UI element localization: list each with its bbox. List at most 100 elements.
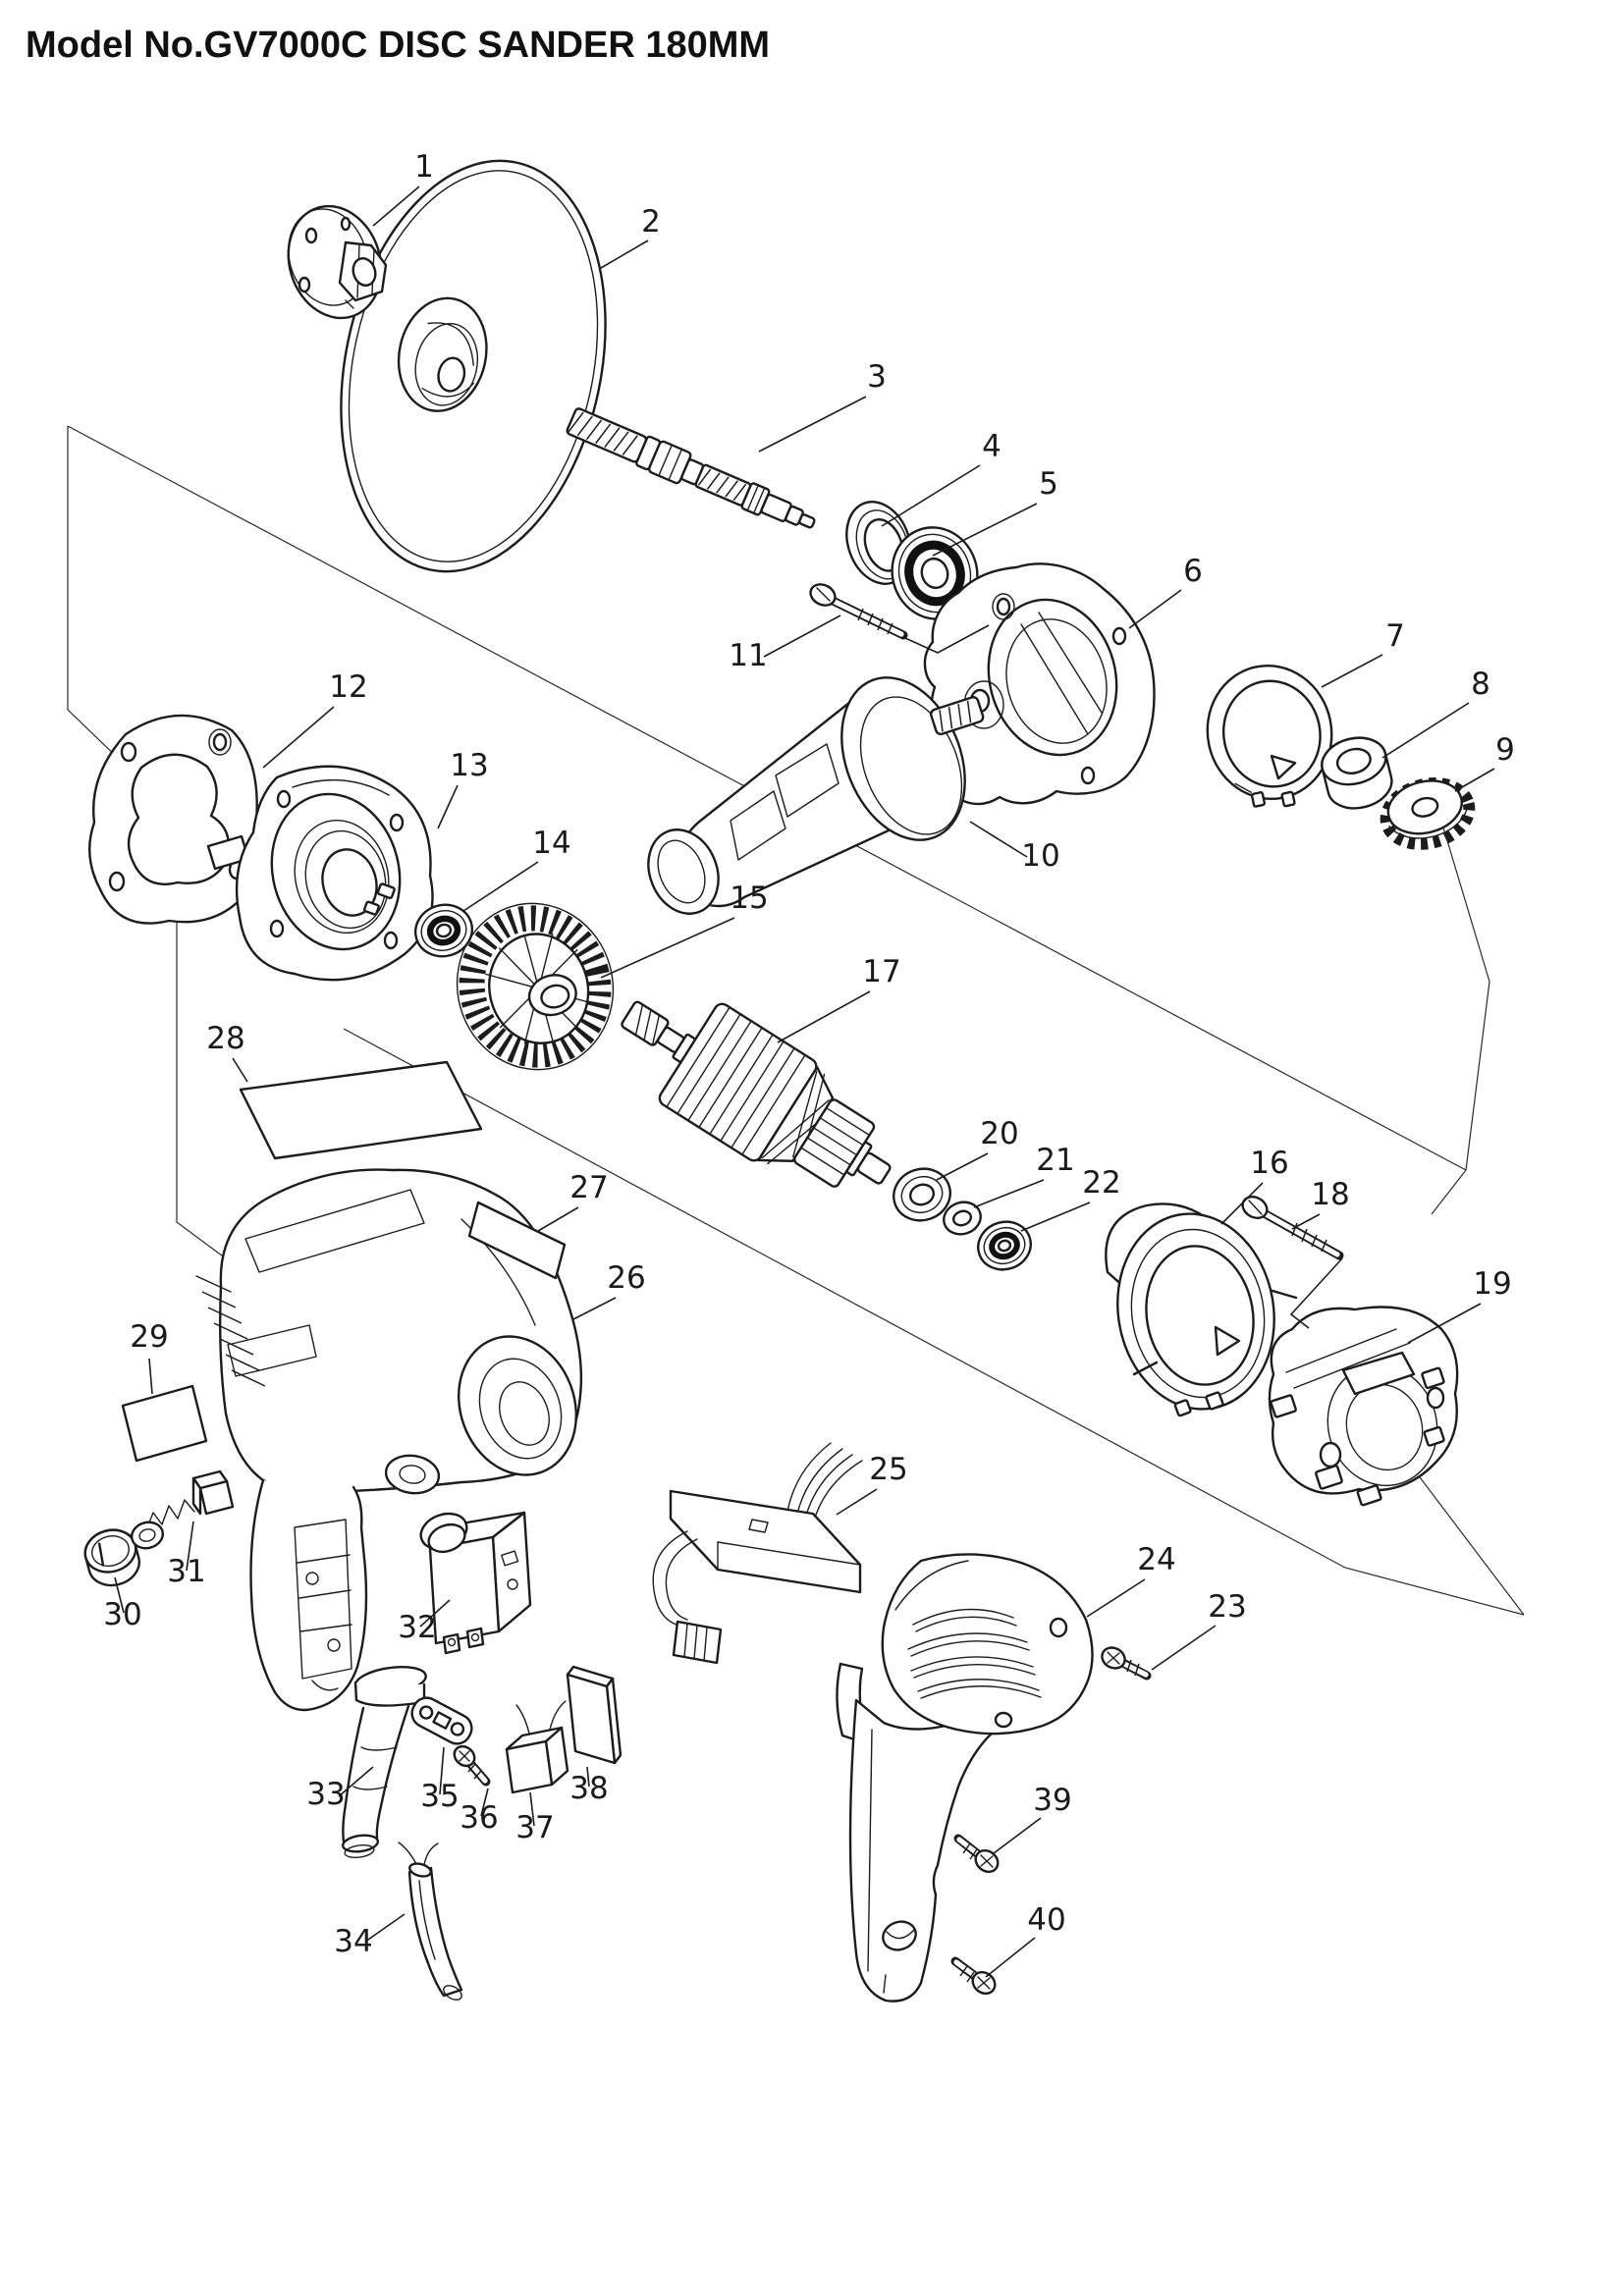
part-label-11: 11: [729, 638, 767, 673]
leader-21: [973, 1179, 1045, 1208]
part-13-bearing-retainer: [235, 765, 434, 982]
part-label-16: 16: [1250, 1146, 1288, 1181]
leader-20: [936, 1152, 989, 1181]
part-label-20: 20: [980, 1116, 1018, 1151]
part-label-6: 6: [1183, 554, 1203, 589]
part-19-field-stator: [1268, 1306, 1459, 1507]
leader-lines: [114, 186, 1495, 1978]
part-label-40: 40: [1027, 1902, 1065, 1938]
part-39-screw: [953, 1834, 1000, 1874]
leader-27: [537, 1206, 579, 1232]
part-label-2: 2: [641, 204, 661, 240]
part-label-33: 33: [306, 1777, 345, 1812]
leader-32: [419, 1599, 451, 1628]
leader-12: [262, 706, 335, 769]
part-label-15: 15: [730, 881, 768, 916]
part-22-ball-bearing: [977, 1220, 1032, 1271]
leader-29: [148, 1358, 153, 1395]
pointer-screw18: [1289, 1257, 1343, 1329]
construction-line: [343, 1028, 1525, 1616]
part-35-cord-clip: [410, 1696, 473, 1745]
part-32-switch: [419, 1511, 532, 1655]
part-30-brush-holder-cap: [83, 1528, 140, 1587]
part-label-37: 37: [515, 1810, 554, 1845]
part-23-screw: [1101, 1646, 1152, 1681]
part-label-10: 10: [1021, 838, 1059, 874]
leader-8: [1381, 702, 1470, 759]
leader-25: [836, 1488, 878, 1516]
part-36-screw: [453, 1744, 491, 1787]
part-34-power-cord: [398, 1842, 463, 2001]
leader-6: [1128, 589, 1182, 629]
part-label-3: 3: [867, 359, 887, 395]
leader-23: [1151, 1625, 1217, 1671]
part-label-36: 36: [460, 1800, 498, 1836]
part-12-gasket-plate: [88, 714, 264, 925]
part-label-7: 7: [1385, 618, 1405, 654]
part-20-seal-retainer: [893, 1167, 951, 1222]
part-31-carbon-brush: [130, 1469, 235, 1550]
part-label-12: 12: [329, 669, 367, 705]
leader-15: [600, 917, 735, 979]
part-7-retaining-ring: [1206, 665, 1333, 808]
part-label-34: 34: [334, 1924, 372, 1959]
leader-24: [1086, 1578, 1146, 1618]
part-28-caution-label: [239, 1060, 483, 1160]
part-3-spindle: [566, 407, 816, 529]
leader-40: [985, 1937, 1036, 1978]
leader-37: [529, 1791, 535, 1827]
part-38-insulation-plate: [566, 1665, 623, 1765]
part-label-5: 5: [1039, 466, 1058, 502]
leader-5: [932, 503, 1038, 557]
part-label-13: 13: [450, 748, 488, 783]
part-26-motor-housing: [195, 1168, 583, 1712]
leader-4: [881, 464, 981, 527]
part-label-22: 22: [1082, 1165, 1120, 1201]
leader-1: [372, 186, 420, 227]
part-25-controller: [652, 1442, 863, 1665]
part-10-side-grip-handle: [647, 676, 985, 915]
part-27-name-plate: [467, 1201, 567, 1280]
part-label-28: 28: [206, 1021, 244, 1056]
part-label-31: 31: [167, 1554, 205, 1589]
leader-7: [1321, 654, 1383, 688]
leader-26: [572, 1297, 617, 1320]
part-8-spacer-sleeve: [1321, 736, 1393, 810]
part-21-flat-washer: [943, 1201, 982, 1236]
part-label-21: 21: [1036, 1143, 1074, 1178]
part-label-35: 35: [420, 1779, 459, 1814]
leader-13: [437, 784, 459, 829]
part-label-26: 26: [607, 1260, 645, 1296]
part-label-38: 38: [569, 1771, 608, 1806]
leader-33: [338, 1766, 374, 1797]
leader-38: [586, 1766, 590, 1788]
pointer-screw11: [904, 624, 990, 654]
leader-10: [969, 821, 1028, 858]
part-label-19: 19: [1473, 1266, 1511, 1302]
leader-14: [462, 861, 539, 912]
leader-39: [993, 1817, 1042, 1854]
part-6-bearing-box: [923, 562, 1156, 806]
part-15-cooling-fan: [456, 902, 615, 1071]
part-16-baffle-plate: [1105, 1202, 1298, 1417]
part-1-inner-flange: [287, 204, 388, 320]
part-label-32: 32: [398, 1610, 436, 1645]
part-29-serial-label: [121, 1384, 208, 1463]
part-label-17: 17: [862, 954, 900, 989]
part-label-8: 8: [1471, 667, 1490, 702]
part-label-24: 24: [1137, 1542, 1175, 1577]
construction-line: [1431, 817, 1490, 1215]
part-14-ball-bearing: [413, 903, 474, 958]
part-9-bevel-gear: [1380, 776, 1476, 850]
leader-19: [1407, 1303, 1482, 1344]
leader-9: [1454, 768, 1495, 792]
part-label-27: 27: [569, 1170, 608, 1205]
part-33-cord-guard: [341, 1665, 427, 1858]
leader-16: [1220, 1182, 1264, 1225]
part-11-screw: [809, 583, 908, 640]
leader-2: [600, 240, 649, 269]
part-label-1: 1: [414, 149, 434, 185]
part-24-handle-cover: [836, 1553, 1094, 2002]
